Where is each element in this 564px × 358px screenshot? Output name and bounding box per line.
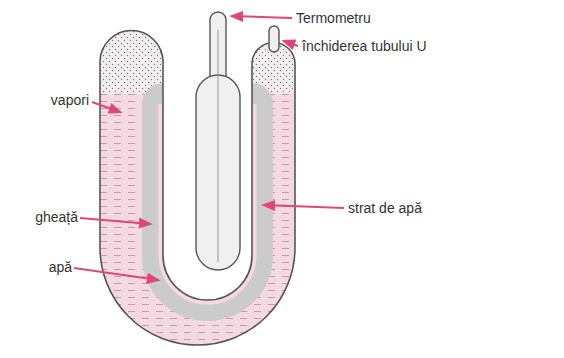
leader-line: [284, 41, 298, 46]
tube-seal: [269, 26, 279, 52]
part-label: Termometru: [296, 10, 371, 26]
part-label: gheață: [35, 209, 78, 225]
leader-line: [264, 205, 344, 208]
leader-line: [80, 218, 150, 224]
part-label: vapori: [51, 92, 89, 108]
leader-line: [232, 16, 292, 18]
leader-lines: [74, 16, 344, 280]
part-label: apă: [49, 259, 72, 275]
leader-line: [74, 268, 158, 280]
u-tube: [100, 31, 295, 346]
part-label: închiderea tubului U: [302, 38, 427, 54]
leader-line: [92, 102, 120, 112]
thermometer-column: [218, 30, 219, 262]
part-label: strat de apă: [348, 200, 422, 216]
tube-contents: [90, 20, 310, 354]
